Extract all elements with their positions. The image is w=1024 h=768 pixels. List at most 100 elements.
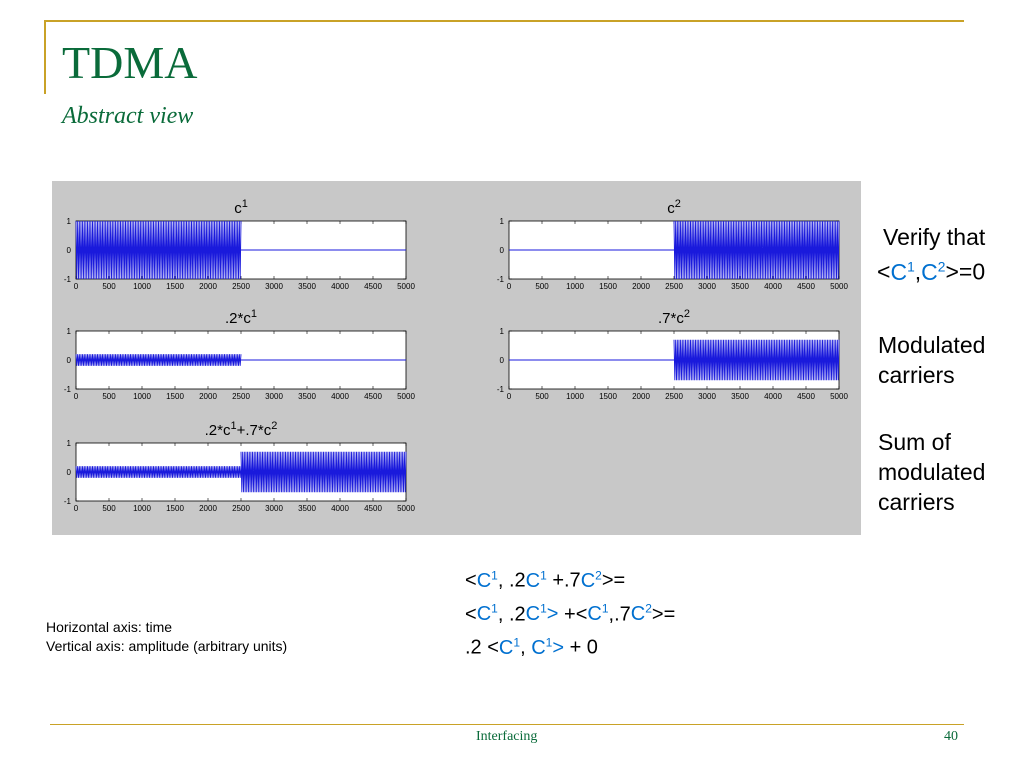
y-tick-label: 0 — [500, 356, 505, 365]
footer-title: Interfacing — [476, 729, 538, 744]
x-tick-label: 5000 — [397, 282, 415, 291]
x-tick-label: 3500 — [298, 282, 316, 291]
x-tick-label: 4000 — [764, 392, 782, 401]
title-superscript: 1 — [251, 308, 257, 320]
y-tick-label: 1 — [500, 217, 505, 226]
signal-carrier — [75, 220, 242, 280]
x-tick-label: 3000 — [698, 392, 716, 401]
slide-title: TDMA — [62, 37, 198, 88]
equation-line-1: <C1, .2C1 +.7C2>= — [465, 568, 626, 592]
x-tick-label: 2500 — [232, 504, 250, 513]
x-tick-label: 2000 — [632, 392, 650, 401]
plot-title: .2*c1 — [225, 308, 257, 327]
x-tick-label: 2000 — [199, 504, 217, 513]
y-tick-label: 0 — [67, 356, 72, 365]
plot-title: c2 — [667, 198, 681, 217]
verify-note-formula: <C1,C2>=0 — [877, 258, 986, 285]
y-tick-label: 0 — [67, 246, 72, 255]
x-tick-label: 500 — [102, 504, 116, 513]
sum-note: Sum of modulated carriers — [878, 427, 985, 517]
y-tick-label: -1 — [64, 497, 72, 506]
signal-carrier — [75, 354, 242, 366]
y-tick-label: -1 — [497, 385, 505, 394]
title-text: .7*c — [658, 310, 684, 327]
title-text: +.7*c — [237, 422, 272, 439]
axis-note-vertical: Vertical axis: amplitude (arbitrary unit… — [46, 638, 288, 654]
verify-note-text: Verify that — [883, 224, 986, 250]
x-tick-label: 4000 — [331, 504, 349, 513]
equation-line-3: .2 <C1, C1> + 0 — [465, 635, 598, 659]
title-superscript: 1 — [242, 198, 248, 210]
title-superscript: 2 — [675, 198, 681, 210]
x-tick-label: 1000 — [133, 504, 151, 513]
equation-block: <C1, .2C1 +.7C2>= <C1, .2C1> +<C1,.7C2>=… — [465, 561, 675, 662]
verify-note: Verify that <C1,C2>=0 — [877, 222, 986, 287]
x-tick-label: 1500 — [166, 392, 184, 401]
x-tick-label: 2500 — [232, 282, 250, 291]
x-tick-label: 500 — [535, 282, 549, 291]
plot-title: .7*c2 — [658, 308, 690, 327]
x-tick-label: 0 — [74, 504, 79, 513]
x-tick-label: 3000 — [265, 282, 283, 291]
x-tick-label: 1000 — [133, 392, 151, 401]
x-tick-label: 2000 — [632, 282, 650, 291]
x-tick-label: 4000 — [331, 282, 349, 291]
x-tick-label: 5000 — [397, 504, 415, 513]
x-tick-label: 2500 — [665, 282, 683, 291]
x-tick-label: 3500 — [731, 282, 749, 291]
x-tick-label: 500 — [102, 392, 116, 401]
x-tick-label: 0 — [74, 282, 79, 291]
x-tick-label: 1500 — [599, 392, 617, 401]
signal-carrier — [673, 220, 840, 280]
x-tick-label: 4000 — [331, 392, 349, 401]
x-tick-label: 2500 — [232, 392, 250, 401]
x-tick-label: 4500 — [797, 392, 815, 401]
title-accent-rule — [44, 20, 46, 94]
title-text: c — [234, 200, 242, 217]
signal-carrier — [75, 466, 242, 478]
x-tick-label: 500 — [102, 282, 116, 291]
sum-note-line2: modulated — [878, 459, 986, 485]
x-tick-label: 3000 — [265, 504, 283, 513]
x-tick-label: 3500 — [298, 504, 316, 513]
x-tick-label: 1000 — [133, 282, 151, 291]
x-tick-label: 4500 — [364, 392, 382, 401]
y-tick-label: -1 — [64, 275, 72, 284]
x-tick-label: 1000 — [566, 282, 584, 291]
x-tick-label: 5000 — [830, 392, 848, 401]
y-tick-label: -1 — [497, 275, 505, 284]
title-text: .2*c — [205, 422, 231, 439]
x-tick-label: 1500 — [166, 282, 184, 291]
x-tick-label: 1500 — [166, 504, 184, 513]
top-rule — [44, 20, 964, 22]
sum-note-line3: carriers — [878, 489, 955, 515]
x-tick-label: 2000 — [199, 392, 217, 401]
x-tick-label: 0 — [507, 392, 512, 401]
modulated-note: Modulated carriers — [878, 330, 985, 390]
x-tick-label: 4500 — [364, 282, 382, 291]
title-text: .2*c — [225, 310, 251, 327]
y-tick-label: 1 — [67, 327, 72, 336]
x-tick-label: 5000 — [830, 282, 848, 291]
title-superscript: 2 — [271, 420, 277, 432]
plot-title: .2*c1+.7*c2 — [205, 420, 278, 439]
x-tick-label: 0 — [507, 282, 512, 291]
y-tick-label: -1 — [64, 385, 72, 394]
x-tick-label: 3000 — [698, 282, 716, 291]
x-tick-label: 4500 — [364, 504, 382, 513]
y-tick-label: 0 — [500, 246, 505, 255]
x-tick-label: 1000 — [566, 392, 584, 401]
sum-note-line1: Sum of — [878, 429, 951, 455]
y-tick-label: 1 — [67, 439, 72, 448]
x-tick-label: 3500 — [298, 392, 316, 401]
y-tick-label: 1 — [500, 327, 505, 336]
page-number: 40 — [944, 729, 958, 744]
axis-notes: Horizontal axis: time Vertical axis: amp… — [46, 618, 287, 656]
modulated-note-line1: Modulated — [878, 332, 986, 358]
axis-note-horizontal: Horizontal axis: time — [46, 619, 173, 635]
